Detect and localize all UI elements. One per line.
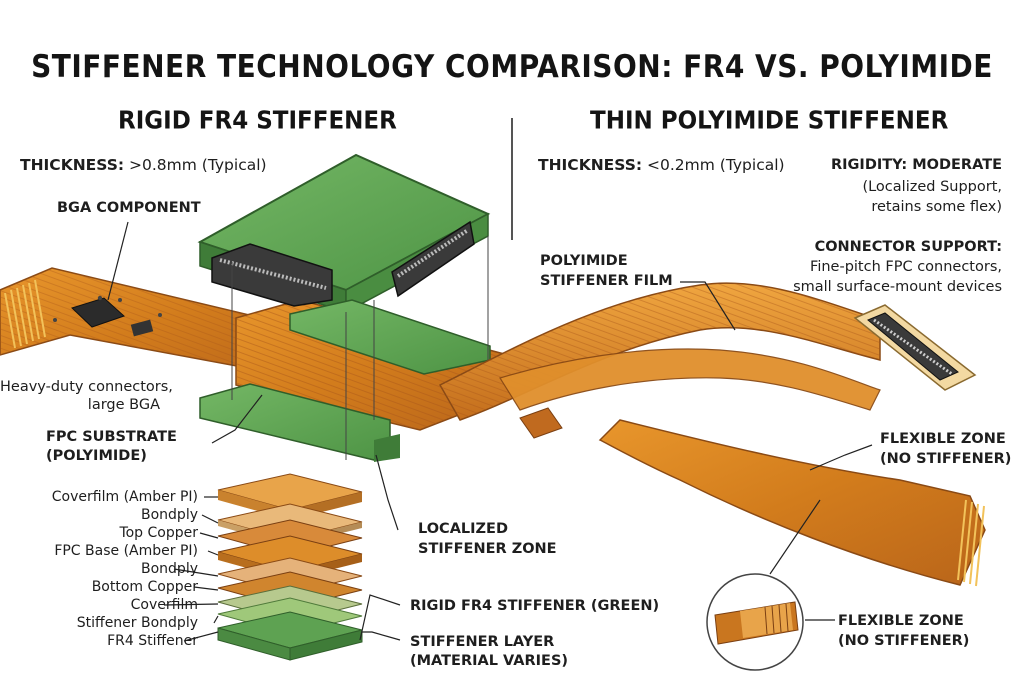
flexible-zone-inset-label-line1: FLEXIBLE ZONE bbox=[838, 613, 964, 629]
page-title: STIFFENER TECHNOLOGY COMPARISON: FR4 VS.… bbox=[31, 48, 993, 85]
connectors-label-line1: Heavy-duty connectors, bbox=[0, 379, 173, 395]
stiffener-layer-label-line1: STIFFENER LAYER bbox=[410, 634, 555, 650]
layer-stack bbox=[217, 473, 363, 661]
flexible-zone-label-line1: FLEXIBLE ZONE bbox=[880, 431, 1006, 447]
stiffener-layer-label-line2: (MATERIAL VARIES) bbox=[410, 653, 569, 669]
connector-support-label: CONNECTOR SUPPORT: bbox=[814, 239, 1002, 255]
flexible-zone-label-line2: (NO STIFFENER) bbox=[880, 451, 1012, 467]
left-flex-tail bbox=[0, 267, 313, 381]
stack-layer-label: FPC Base (Amber PI) bbox=[54, 543, 198, 559]
right-header: THIN POLYIMIDE STIFFENER bbox=[590, 106, 949, 136]
flexible-zone-inset-label-line2: (NO STIFFENER) bbox=[838, 633, 970, 649]
stack-layer-label: Bondply bbox=[141, 561, 198, 577]
connectors-label-line2: large BGA bbox=[87, 397, 160, 413]
column-divider bbox=[511, 118, 513, 240]
right-thickness-label: THICKNESS: bbox=[538, 156, 643, 174]
left-thickness: THICKNESS: >0.8mm (Typical) bbox=[20, 156, 267, 174]
stack-layer-label: Coverfilm bbox=[130, 597, 198, 613]
polyimide-film-label-line1: POLYIMIDE bbox=[540, 253, 628, 269]
right-thickness-value: <0.2mm (Typical) bbox=[642, 156, 785, 174]
stack-layer-label: Coverfilm (Amber PI) bbox=[51, 489, 198, 505]
fr4-stiffener-board-lower bbox=[199, 299, 491, 462]
right-thickness: THICKNESS: <0.2mm (Typical) bbox=[538, 156, 785, 174]
localized-zone-label-line2: STIFFENER ZONE bbox=[418, 541, 557, 557]
localized-zone-label-line1: LOCALIZED bbox=[418, 521, 509, 537]
connector-support-line3: small surface-mount devices bbox=[793, 279, 1002, 295]
left-thickness-label: THICKNESS: bbox=[20, 156, 125, 174]
left-header: RIGID FR4 STIFFENER bbox=[118, 106, 397, 136]
stack-layer-label: FR4 Stiffener bbox=[107, 633, 198, 649]
bga-component-label: BGA COMPONENT bbox=[57, 200, 201, 216]
rigidity-line2: (Localized Support, bbox=[862, 179, 1002, 195]
stack-layer-label: Stiffener Bondply bbox=[76, 615, 198, 631]
fpc-substrate-label-line2: (POLYIMIDE) bbox=[46, 448, 147, 464]
rigidity-label: RIGIDITY: MODERATE bbox=[830, 157, 1002, 173]
stack-layer-label: Bondply bbox=[141, 507, 198, 523]
polyimide-film-label-line2: STIFFENER FILM bbox=[540, 273, 673, 289]
right-polyimide-flex bbox=[438, 282, 986, 587]
fr4-stiffener-board-top bbox=[197, 153, 491, 314]
stack-layer-label: Top Copper bbox=[119, 525, 198, 541]
connector-support-line2: Fine-pitch FPC connectors, bbox=[810, 259, 1002, 275]
fpc-substrate-label-line1: FPC SUBSTRATE bbox=[46, 429, 177, 445]
rigid-fr4-green-label: RIGID FR4 STIFFENER (GREEN) bbox=[410, 598, 660, 614]
stack-layer-label: Bottom Copper bbox=[91, 579, 198, 595]
flex-zone-inset bbox=[706, 573, 804, 671]
left-thickness-value: >0.8mm (Typical) bbox=[124, 156, 267, 174]
rigidity-line3: retains some flex) bbox=[871, 199, 1002, 215]
